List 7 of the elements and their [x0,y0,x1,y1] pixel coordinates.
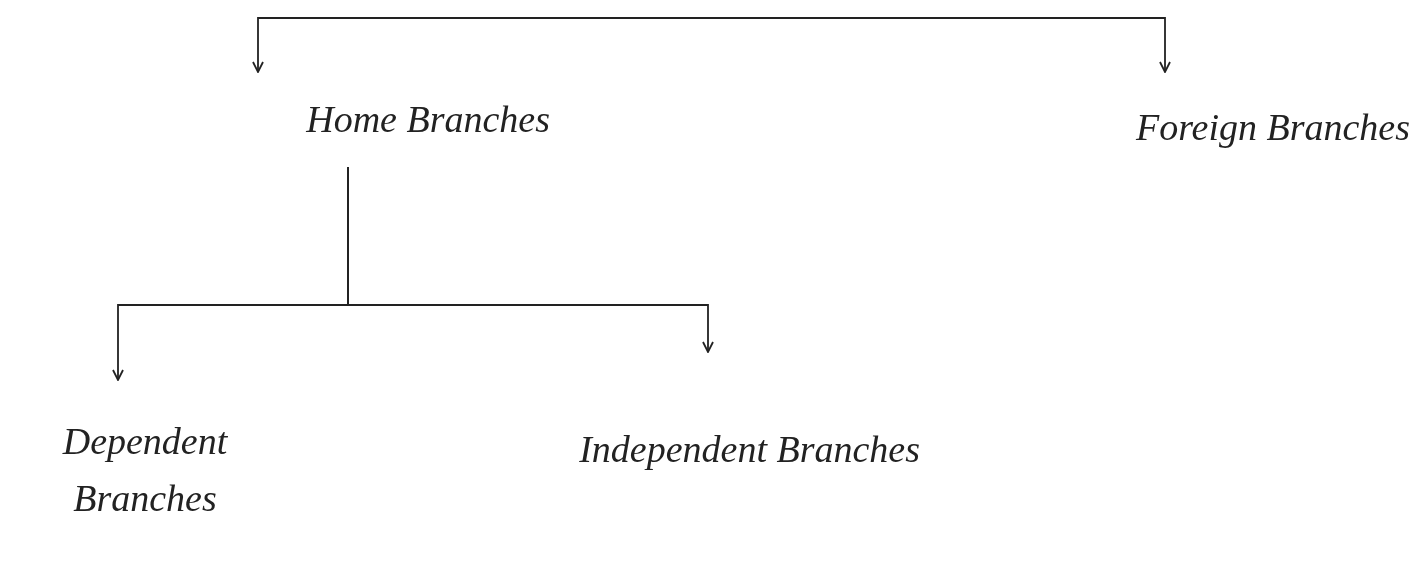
node-label: Foreign Branches [1135,104,1410,150]
arrow [709,17,1171,73]
node-label: Dependent Branches [61,419,229,521]
node-label: Independent Branches [579,427,920,472]
node-label: Home Branches [306,97,550,142]
arrow [347,166,714,353]
arrow [252,17,711,73]
